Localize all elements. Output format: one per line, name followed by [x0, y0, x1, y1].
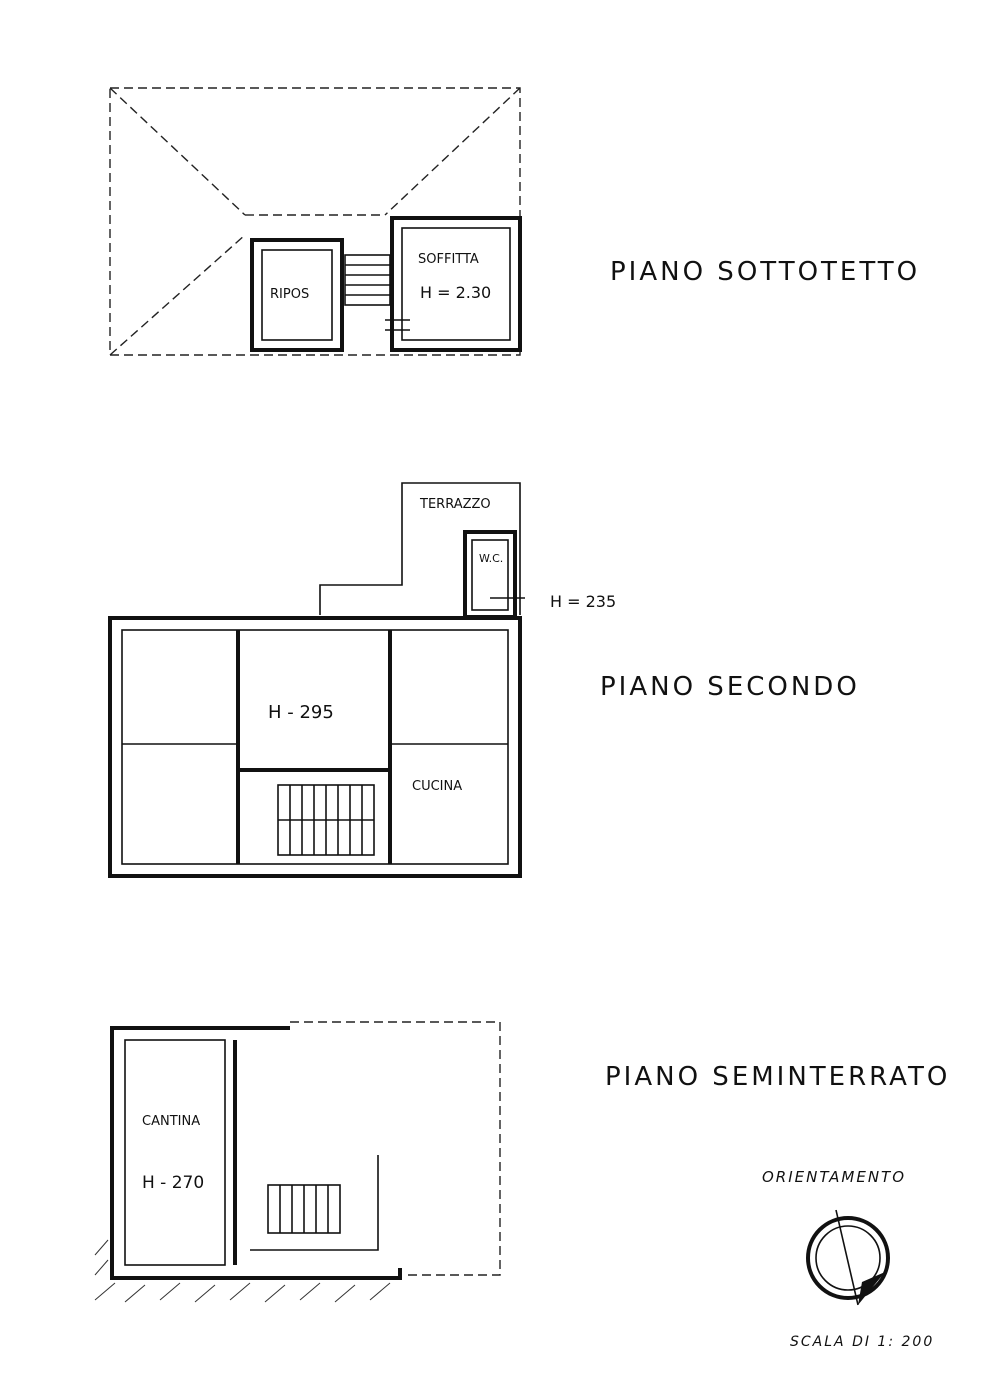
- stair-enclosure: [250, 1155, 379, 1251]
- storage-room-walls: [250, 238, 344, 352]
- floor-title-seminterrato: PIANO SEMINTERRATO: [605, 1062, 950, 1092]
- roof-hip-line: [109, 234, 246, 356]
- wc-inner: [471, 539, 509, 611]
- basement-floor-plan: CANTINA H - 270 PIANO SEMINTERRATO: [94, 1021, 950, 1303]
- roof-hip-line: [109, 87, 246, 216]
- attic-room-walls: [390, 216, 522, 352]
- compass-needle: [835, 1209, 859, 1306]
- height-label-basement: H - 270: [142, 1173, 204, 1193]
- orientation-legend: ORIENTAMENTO SCALA DI 1: 200: [762, 1168, 934, 1350]
- basement-stair: [267, 1184, 341, 1234]
- compass-circle: [806, 1216, 890, 1300]
- compass-inner-circle: [815, 1225, 881, 1291]
- floor-title-secondo: PIANO SECONDO: [600, 672, 860, 702]
- room-label-riposti: RIPOS: [270, 287, 309, 302]
- attic-floor-plan: RIPOS SOFFITTA H = 2.30 PIANO SOTTOTETTO: [109, 87, 920, 356]
- room-label-cantina: CANTINA: [142, 1114, 200, 1129]
- room-label-soffitta: SOFFITTA: [418, 252, 479, 267]
- attic-stair: [344, 254, 391, 306]
- attic-room-inner: [401, 227, 511, 341]
- apartment-outer-wall: [108, 616, 522, 878]
- room-label-terrazzo: TERRAZZO: [419, 497, 491, 512]
- roof-outline: [109, 87, 521, 356]
- floor-title-sottotetto: PIANO SOTTOTETTO: [610, 257, 920, 287]
- second-floor-plan: TERRAZZO W.C. H = 235 H - 295 CUCINA PIA…: [108, 482, 860, 878]
- room-label-wc: W.C.: [479, 552, 503, 565]
- height-label-second-floor: H - 295: [268, 702, 334, 723]
- room-label-cucina: CUCINA: [412, 779, 462, 794]
- apartment-inner-wall: [121, 629, 509, 865]
- scale-label: SCALA DI 1: 200: [790, 1334, 934, 1350]
- second-floor-stair: [277, 784, 375, 856]
- height-label-wc: H = 235: [550, 592, 616, 611]
- ground-hatching: [94, 1239, 391, 1303]
- basement-outer-wall: [110, 1026, 402, 1280]
- cantina-inner: [124, 1039, 226, 1266]
- roof-hip-line: [384, 87, 521, 216]
- north-arrow-icon: [858, 1272, 885, 1305]
- height-label-attic: H = 2.30: [420, 283, 491, 302]
- terrace-outline: [319, 482, 521, 615]
- orientation-label: ORIENTAMENTO: [762, 1168, 906, 1186]
- storage-room-inner: [261, 249, 333, 341]
- basement-outline-dashed: [290, 1021, 501, 1276]
